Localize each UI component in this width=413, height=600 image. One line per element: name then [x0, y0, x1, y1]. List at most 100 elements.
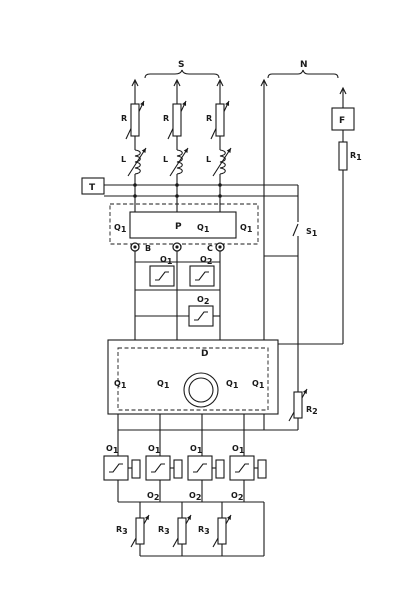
- lower-arrester-o1-4-symbol: [235, 463, 249, 473]
- lower-o2-2-label-subscript: 2: [154, 493, 160, 502]
- resistor-r3-1: [135, 517, 145, 545]
- phase-2-top-arrow: [173, 78, 181, 87]
- phase-1-inductor-label: L: [121, 155, 126, 164]
- lower-arrester-o1-1-symbol: [109, 463, 123, 473]
- d-block-label: D: [201, 349, 208, 359]
- lower-arrester-o1-4-label-subscript: 1: [239, 446, 245, 455]
- q1-d-4-label: Q1: [252, 379, 265, 390]
- phase-1-bus-node: [133, 194, 137, 198]
- lower-arrester-o1-2-label: O1: [148, 444, 161, 455]
- phase-3-resistor-label: R: [206, 114, 212, 123]
- p-block: [129, 211, 237, 239]
- lower-shunt-resistor-2: [173, 459, 183, 479]
- resistor-r2-label: R2: [306, 405, 318, 416]
- lower-arrester-o1-4-label: O1: [232, 444, 245, 455]
- arrester-o2-mid-symbol: [194, 311, 208, 321]
- terminal-1-inner: [133, 245, 137, 249]
- resistor-r2: [293, 391, 303, 419]
- phase-2-inductor-label: L: [163, 155, 168, 164]
- phase-1-top-arrow: [131, 78, 139, 87]
- phase-2-variable-inductor-adjust-arrow-head: [183, 148, 188, 153]
- lower-arrester-o1-2-symbol: [151, 463, 165, 473]
- resistor-r2-adjust-arrow-head: [302, 389, 307, 394]
- q1-d-1-label: Q1: [114, 379, 127, 390]
- phase-2-tap-node: [175, 183, 179, 187]
- q1-top-mid-label: Q1: [197, 223, 210, 234]
- resistor-r3-3-label: R3: [198, 525, 210, 536]
- q1-top-left-label-subscript: 1: [121, 225, 127, 234]
- neutral-top-arrow: [260, 78, 268, 87]
- lower-o2-2-label: O2: [147, 491, 159, 502]
- terminal-b-label: B: [145, 244, 151, 253]
- arrester-o1-top-label-subscript: 1: [167, 257, 173, 266]
- resistor-r3-3-adjust-arrow-head: [226, 515, 231, 520]
- terminal-3-inner: [218, 245, 222, 249]
- switch-s1: [292, 223, 299, 237]
- phase-3-tap-node: [218, 183, 222, 187]
- lower-o2-3-label: O2: [189, 491, 201, 502]
- q1-top-right-label-subscript: 1: [247, 225, 253, 234]
- lower-shunt-resistor-3: [215, 459, 225, 479]
- resistor-r3-2-label: R3: [158, 525, 170, 536]
- arrester-o2-top-symbol: [195, 271, 209, 281]
- resistor-r2-label-subscript: 2: [312, 407, 318, 416]
- arrester-o1-top-symbol: [155, 271, 169, 281]
- switch-s1-label: S1: [306, 227, 318, 238]
- resistor-r3-2-adjust-arrow-head: [186, 515, 191, 520]
- resistor-r3-1-label-subscript: 3: [122, 527, 128, 536]
- resistor-r1-label: R1: [350, 151, 362, 162]
- p-block-label: P: [175, 222, 182, 232]
- phase-2-resistor-label: R: [163, 114, 169, 123]
- group-n-label: N: [300, 60, 308, 70]
- phase-2-bus-node: [175, 194, 179, 198]
- phase-3-inductor-label: L: [206, 155, 211, 164]
- phase-1-variable-resistor-adjust-arrow-head: [140, 101, 145, 106]
- switch-s1-label-subscript: 1: [312, 229, 318, 238]
- lower-o2-4-label: O2: [231, 491, 243, 502]
- phase-1-variable-inductor: [134, 149, 141, 175]
- lower-arrester-o1-2-label-subscript: 1: [155, 446, 161, 455]
- lower-shunt-resistor-1: [131, 459, 141, 479]
- phase-2-variable-inductor: [176, 149, 183, 175]
- lower-arrester-o1-3-label: O1: [190, 444, 203, 455]
- phase-2-variable-resistor-adjust-arrow-head: [182, 101, 187, 106]
- resistor-r3-2: [177, 517, 187, 545]
- phase-3-variable-resistor-adjust-arrow-head: [225, 101, 230, 106]
- arrester-o1-top-label: O1: [160, 255, 173, 266]
- phase-3-top-arrow: [216, 78, 224, 87]
- lower-arrester-o1-3-symbol: [193, 463, 207, 473]
- d-core-ring-outer: [183, 372, 219, 408]
- d-core-ring-inner: [188, 377, 214, 403]
- phase-1-variable-inductor-adjust-arrow-head: [141, 148, 146, 153]
- q1-d-2-label-subscript: 1: [164, 381, 170, 390]
- arrester-o2-mid-label: O2: [197, 295, 209, 306]
- resistor-r3-1-label: R3: [116, 525, 128, 536]
- fuse-f: [331, 107, 355, 131]
- lower-arrester-o1-1-label: O1: [106, 444, 119, 455]
- phase-2-variable-resistor: [172, 103, 182, 137]
- lower-arrester-o1-3-label-subscript: 1: [197, 446, 203, 455]
- resistor-r3-2-label-subscript: 3: [164, 527, 170, 536]
- q1-d-3-label-subscript: 1: [233, 381, 239, 390]
- group-n-brace: [267, 69, 339, 79]
- lower-arrester-o1-1-label-subscript: 1: [113, 446, 119, 455]
- q1-top-left-label: Q1: [114, 223, 127, 234]
- phase-3-variable-inductor: [219, 149, 226, 175]
- phase-3-variable-resistor: [215, 103, 225, 137]
- resistor-r1-label-subscript: 1: [356, 153, 362, 162]
- lower-shunt-resistor-4: [257, 459, 267, 479]
- group-s-brace: [144, 69, 220, 79]
- resistor-r3-3-label-subscript: 3: [204, 527, 210, 536]
- q1-d-4-label-subscript: 1: [259, 381, 265, 390]
- arrester-o2-top-label-subscript: 2: [207, 257, 213, 266]
- arrester-o2-top-label: O2: [200, 255, 212, 266]
- group-s-label: S: [178, 60, 184, 70]
- transformer-t: [81, 177, 105, 195]
- q1-d-2-label: Q1: [157, 379, 170, 390]
- resistor-r3-1-adjust-arrow-head: [144, 515, 149, 520]
- q1-d-3-label: Q1: [226, 379, 239, 390]
- arrester-o2-mid-label-subscript: 2: [204, 297, 210, 306]
- terminal-2-inner: [175, 245, 179, 249]
- components: [81, 69, 355, 545]
